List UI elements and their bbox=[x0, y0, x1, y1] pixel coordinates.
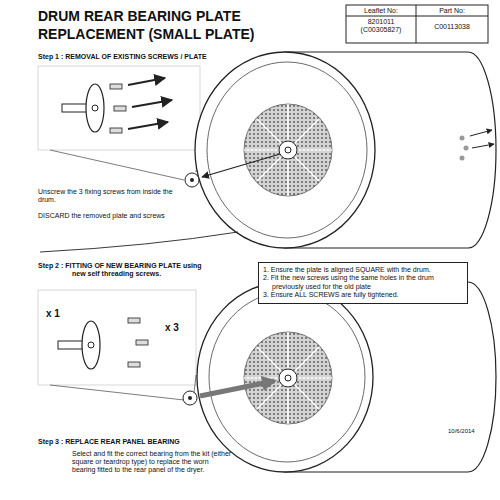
table-header: Part No: bbox=[418, 7, 486, 15]
drum-hub bbox=[285, 147, 291, 153]
small-plate bbox=[188, 396, 192, 400]
inset-frame bbox=[38, 66, 200, 150]
screw bbox=[128, 318, 140, 323]
drum-rib bbox=[257, 119, 319, 181]
perforated-area bbox=[244, 332, 332, 424]
removal-arrow bbox=[202, 154, 280, 177]
table-cell: 8201011 (C00305827) bbox=[348, 18, 414, 34]
perforation bbox=[244, 104, 332, 196]
quantity-label: x 1 bbox=[46, 308, 70, 320]
instruction-text: DISCARD the removed plate and screws bbox=[38, 212, 188, 220]
bearing-hub bbox=[92, 105, 98, 111]
table-rule bbox=[346, 16, 488, 17]
small-plate bbox=[190, 178, 194, 182]
drum-rim bbox=[207, 62, 367, 238]
screw bbox=[136, 340, 148, 345]
bearing-plate bbox=[86, 84, 104, 132]
drum-front bbox=[195, 52, 375, 248]
step-heading: Step 2 : FITTING OF NEW BEARING PLATE us… bbox=[38, 262, 204, 278]
direction-arrow bbox=[132, 100, 172, 107]
drum-rib bbox=[257, 119, 319, 181]
screw bbox=[460, 156, 465, 161]
drum-hub bbox=[279, 141, 297, 159]
table-header: Leaflet No: bbox=[348, 7, 414, 15]
leaflet-title: DRUM REAR BEARING PLATE REPLACEMENT (SMA… bbox=[38, 8, 300, 43]
instruction-step: 3. Ensure ALL SCREWS are fully tightened… bbox=[263, 291, 463, 299]
small-plate bbox=[183, 391, 197, 405]
small-plate bbox=[185, 173, 199, 187]
screw bbox=[110, 84, 122, 89]
bearing-hub bbox=[88, 342, 94, 348]
step-heading: Step 1 : REMOVAL OF EXISTING SCREWS / PL… bbox=[38, 53, 238, 61]
fitting-arrow bbox=[200, 381, 274, 396]
direction-arrow bbox=[470, 130, 492, 136]
direction-arrow bbox=[472, 144, 494, 148]
instruction-step: 1. Ensure the plate is aligned SQUARE wi… bbox=[263, 266, 463, 274]
leader-line bbox=[194, 375, 196, 393]
drum-hub bbox=[285, 375, 291, 381]
direction-arrow bbox=[128, 78, 165, 85]
instruction-step: 2. Fit the new screws using the same hol… bbox=[263, 274, 463, 291]
drum-rib bbox=[257, 347, 319, 409]
table-rule bbox=[416, 5, 417, 43]
table-cell: C00113038 bbox=[418, 23, 486, 31]
instruction-text: Select and fit the correct bearing from … bbox=[72, 450, 232, 474]
date-stamp: 10/6/2014 bbox=[448, 428, 492, 435]
screw bbox=[460, 136, 465, 141]
step-heading: Step 3 : REPLACE REAR PANEL BEARING bbox=[38, 438, 218, 446]
drum-hub bbox=[279, 369, 297, 387]
drum-rib bbox=[257, 347, 319, 409]
screw bbox=[114, 106, 126, 111]
perforation bbox=[244, 332, 332, 424]
leader-line bbox=[50, 385, 184, 400]
instruction-text: Unscrew the 3 fixing screws from inside … bbox=[38, 188, 183, 204]
instruction-box: 1. Ensure the plate is aligned SQUARE wi… bbox=[258, 262, 468, 304]
quantity-label: x 3 bbox=[165, 322, 189, 334]
direction-arrow bbox=[128, 122, 168, 129]
drum-front bbox=[197, 282, 373, 472]
drum-rim bbox=[209, 292, 365, 462]
screw bbox=[464, 146, 469, 151]
screw bbox=[128, 362, 140, 367]
bearing-plate bbox=[82, 321, 100, 369]
info-table bbox=[346, 5, 488, 43]
inset-frame bbox=[38, 290, 196, 385]
divider-line bbox=[40, 232, 238, 252]
screw bbox=[110, 128, 122, 133]
perforated-area bbox=[244, 104, 332, 196]
leader-line bbox=[50, 150, 184, 180]
